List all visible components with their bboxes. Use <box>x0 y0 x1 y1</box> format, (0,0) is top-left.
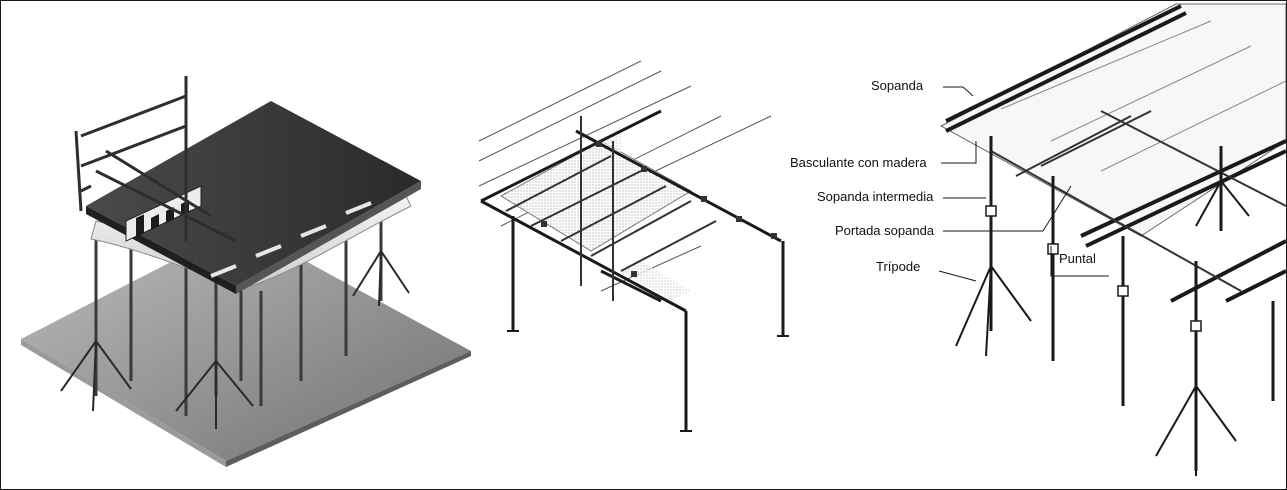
handrail <box>74 76 237 243</box>
render-3d <box>21 76 471 467</box>
tripods-left <box>60 250 410 429</box>
formwork-panels <box>939 3 1286 237</box>
props-middle <box>511 216 785 431</box>
drop-heads <box>210 201 372 278</box>
secondary-beams <box>990 110 1286 292</box>
line-drawing <box>478 60 789 432</box>
label-sopanda: Sopanda <box>871 78 924 93</box>
prop-clamps <box>985 205 1202 332</box>
label-portada-sopanda: Portada sopanda <box>835 223 935 238</box>
label-sopanda-intermedia: Sopanda intermedia <box>817 189 934 204</box>
main-beams <box>480 109 782 313</box>
ground-slab <box>21 226 471 461</box>
leader-lines <box>938 86 1109 282</box>
cross-beams <box>505 116 717 301</box>
label-puntal: Puntal <box>1059 251 1096 266</box>
label-basculante-con-madera: Basculante con madera <box>790 155 927 170</box>
tripods-right <box>955 180 1250 476</box>
label-tripode: Trípode <box>876 259 921 274</box>
deck-panel <box>86 101 421 286</box>
clamps <box>541 141 777 277</box>
detail-drawing <box>938 3 1286 476</box>
